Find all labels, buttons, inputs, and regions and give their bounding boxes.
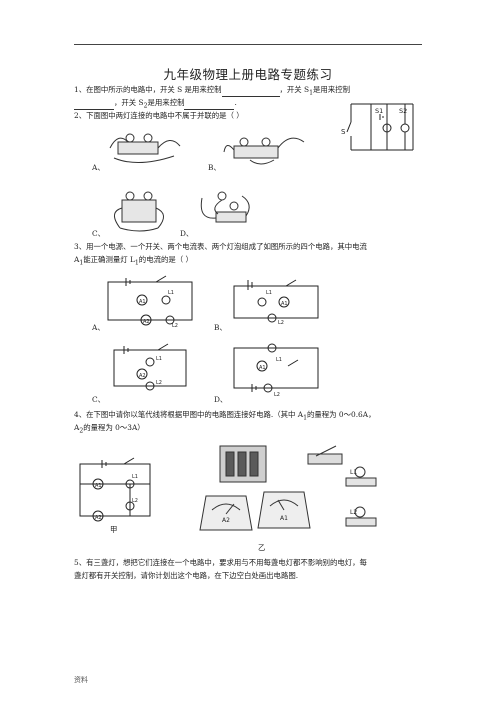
q3-text-c: 的电流的是（ ） (138, 255, 193, 264)
q3c-l2: L2 (156, 380, 162, 386)
q1-blank-1 (221, 88, 280, 98)
q3a-a1: A1 (139, 299, 146, 305)
q1-line-2: ，开关 S2是用来控制. (74, 98, 237, 111)
q1-blank-2 (74, 101, 114, 111)
q4-jia-l1: L1 (132, 474, 138, 480)
q4-text-a: 4、在下图中请你以笔代线将根据甲图中的电路图连接好电路.（其中 A (74, 410, 304, 419)
q2-figure-c (114, 191, 164, 232)
q4-sub-1: 1 (303, 414, 307, 422)
q3b-a1: A1 (281, 301, 288, 307)
q2-question: 2、下面图中两灯连接的电路中不属于并联的是（ ） (74, 111, 244, 120)
q4-text-b: 的量程为 0～0.6A， (307, 410, 376, 419)
q2-figure-a (109, 133, 181, 163)
q1-blank-3 (184, 101, 235, 111)
q5-line-2: 盏灯都有开关控制，请你计划出这个电路，在下边空白处画出电路图. (74, 571, 299, 580)
q4-label-jia: 甲 (110, 525, 118, 534)
q3-circuit-a: A1 A2 L1 L2 (107, 275, 193, 329)
q3d-l1: L1 (276, 357, 282, 363)
q3d-a1: A1 (259, 365, 266, 371)
q5-line-1: 5、有三盏灯，想把它们连接在一个电路中，要求用与不用每盏电灯都不影响别的电灯，每 (74, 558, 367, 567)
q4-sub-2: 2 (79, 427, 84, 435)
q4-apparatus-yi: A2 A1 L1 L2 (199, 445, 377, 531)
q1-sub-2: 2 (143, 102, 148, 110)
page-title: 九年级物理上册电路专题练习 (163, 67, 333, 82)
q2-option-a: A、 (92, 163, 105, 172)
q4-label-yi: 乙 (258, 543, 266, 552)
q4-jia-a1: A1 (95, 483, 102, 489)
top-rule (74, 44, 422, 45)
q4-jia-l2: L2 (132, 498, 138, 504)
q3-text-a: A (74, 255, 80, 264)
q3-line-2: A1能正确测量灯 L1的电流的是（ ） (74, 255, 193, 267)
q4-yi-l2: L2 (350, 509, 357, 516)
q2-figure-d (200, 191, 250, 223)
q1-text-5: 是用来控制 (147, 98, 185, 107)
q3b-l1: L1 (266, 290, 272, 296)
q1-text-3: 是用来控制 (313, 85, 350, 94)
q3-option-b: B、 (214, 323, 227, 332)
q4-circuit-jia: A1 A2 L1 L2 (79, 457, 151, 522)
q3b-l2: L2 (278, 320, 284, 326)
q3-sub-l1: 1 (134, 259, 139, 267)
q3d-l2: L2 (274, 392, 280, 398)
q2-option-b: B、 (208, 163, 221, 172)
q3-circuit-d: A1 L1 L2 (233, 343, 319, 398)
q1-sub-1: 1 (309, 89, 314, 97)
q4-text-d: 的量程为 0～3A） (83, 423, 145, 432)
q4-jia-a2: A2 (95, 515, 102, 521)
q4-yi-a1: A1 (280, 515, 288, 522)
q3a-l2: L2 (172, 323, 178, 329)
q1-label-s2: S2 (399, 107, 407, 115)
q1-end: . (234, 98, 237, 107)
q3c-a2: A2 (139, 373, 146, 379)
q4-yi-a2: A2 (222, 517, 230, 524)
q3a-a2: A2 (143, 319, 150, 325)
q3a-l1: L1 (168, 290, 174, 296)
q3-option-d: D、 (214, 395, 228, 404)
q4-text-c: A (74, 423, 80, 432)
q3-line-1: 3、用一个电源、一个开关、两个电流表、两个灯泡组成了如图所示的四个电路，其中电流 (74, 242, 367, 251)
q1-line-1: 1、在图中所示的电路中，开关 S 是用来控制 ，开关 S1是用来控制 (74, 85, 350, 98)
q1-text-2: ，开关 S (279, 85, 310, 94)
q2-figure-b (223, 137, 305, 165)
q3c-l1: L1 (156, 356, 162, 362)
q1-text-4: ，开关 S (114, 98, 144, 107)
q1-text-1: 1、在图中所示的电路中，开关 S 是用来控制 (74, 85, 222, 94)
q3-text-b: 能正确测量灯 L (83, 255, 135, 264)
q1-label-s1: S1 (375, 107, 383, 115)
q2-option-d: D、 (180, 229, 194, 238)
q3-option-a: A、 (92, 323, 105, 332)
page-footer: 资料 (74, 676, 88, 684)
q4-line-2: A2的量程为 0～3A） (74, 423, 145, 435)
q1-circuit-diagram: S S1 S2 (341, 103, 414, 151)
q3-sub-a1: 1 (79, 259, 84, 267)
q4-yi-l1: L1 (350, 469, 357, 476)
q3-circuit-b: A1 L1 L2 (233, 279, 319, 326)
q1-label-s: S (341, 128, 346, 136)
q3-circuit-c: A2 L1 L2 (113, 343, 187, 391)
q3-option-c: C、 (92, 395, 106, 404)
q4-line-1: 4、在下图中请你以笔代线将根据甲图中的电路图连接好电路.（其中 A1的量程为 0… (74, 410, 376, 422)
q2-option-c: C、 (92, 229, 106, 238)
